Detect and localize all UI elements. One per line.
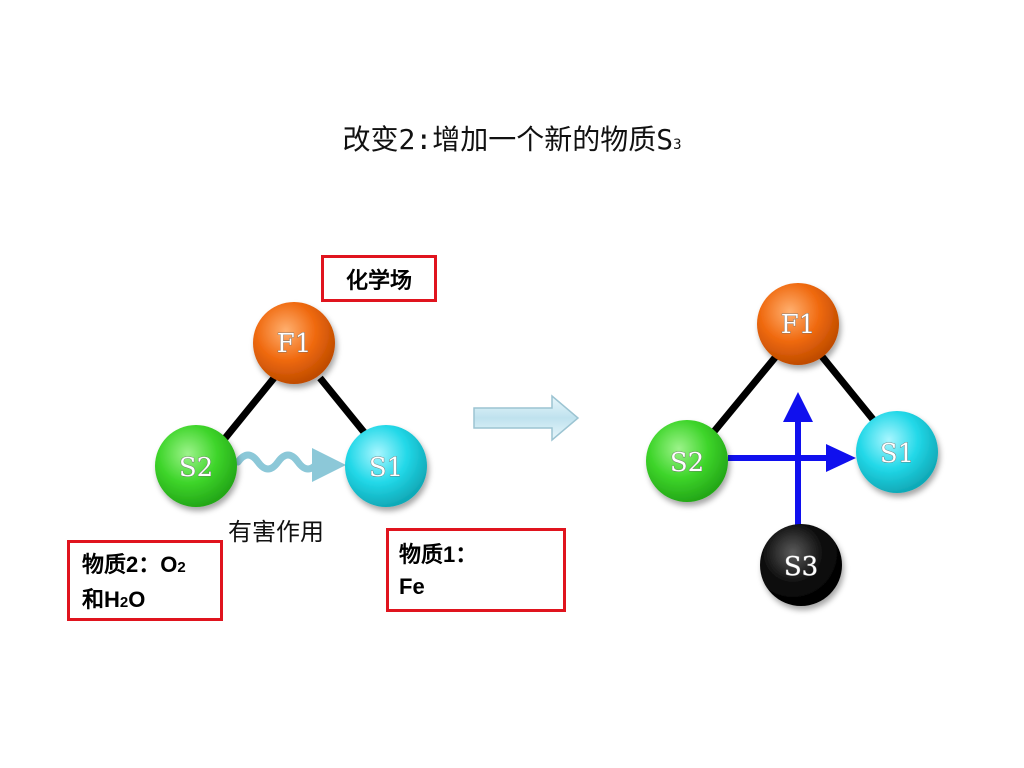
chemical-field-box: 化学场: [321, 255, 437, 302]
node-s1-left: [345, 425, 427, 507]
harmful-interaction-label: 有害作用: [228, 518, 324, 546]
node-s1-right-label: S1: [880, 439, 914, 469]
s3-up-arrow-head: [783, 392, 813, 422]
node-s3-right-label: S3: [784, 552, 818, 582]
substance2-h-sub: 2: [119, 594, 129, 611]
substance1-value: Fe: [399, 574, 425, 599]
right-diagram: F1 S2 S1 S3: [646, 283, 938, 606]
harmful-wavy-arrow: [234, 451, 322, 473]
s2-to-s1-arrow-head: [826, 444, 856, 472]
node-f1-left-label: F1: [277, 329, 312, 359]
link-f1-s2: [219, 375, 277, 445]
link-f1-s1-right: [817, 351, 883, 431]
node-s2-left-label: S2: [179, 453, 213, 483]
substance2-line1: 物质2：O2: [82, 549, 220, 584]
substance2-box: 物质2：O2 和H2O: [67, 540, 223, 621]
harmful-arrow-head: [312, 448, 346, 482]
link-f1-s1: [317, 375, 375, 445]
node-f1-left: [253, 302, 335, 384]
substance2-line2: 和H2O: [82, 584, 220, 619]
substance1-box: 物质1： Fe: [386, 528, 566, 612]
title-subscript: 3: [673, 137, 682, 153]
node-s2-right-label: S2: [670, 448, 704, 478]
node-f1-right-label: F1: [781, 310, 816, 340]
node-s1-right: [856, 411, 938, 493]
substance2-h: 和H: [82, 587, 120, 612]
transform-arrow: [473, 394, 580, 442]
page-title: 改变2:增加一个新的物质S3: [0, 118, 1024, 158]
node-f1-right: [757, 283, 839, 365]
title-text: 改变2:增加一个新的物质S: [342, 123, 674, 156]
substance2-o-sub: 2: [177, 559, 186, 576]
substance1-title: 物质1：: [399, 542, 478, 567]
node-s1-left-label: S1: [369, 453, 403, 483]
left-diagram: F1 S2 S1: [155, 302, 427, 507]
link-f1-s2-right: [709, 351, 781, 437]
substance2-o2: O: [128, 587, 146, 612]
chemical-field-label: 化学场: [345, 267, 412, 293]
node-s3-right: [760, 524, 842, 606]
substance2-o: O: [160, 552, 178, 577]
substance2-title: 物质2：: [82, 552, 161, 577]
node-s2-left: [155, 425, 237, 507]
node-s2-right: [646, 420, 728, 502]
